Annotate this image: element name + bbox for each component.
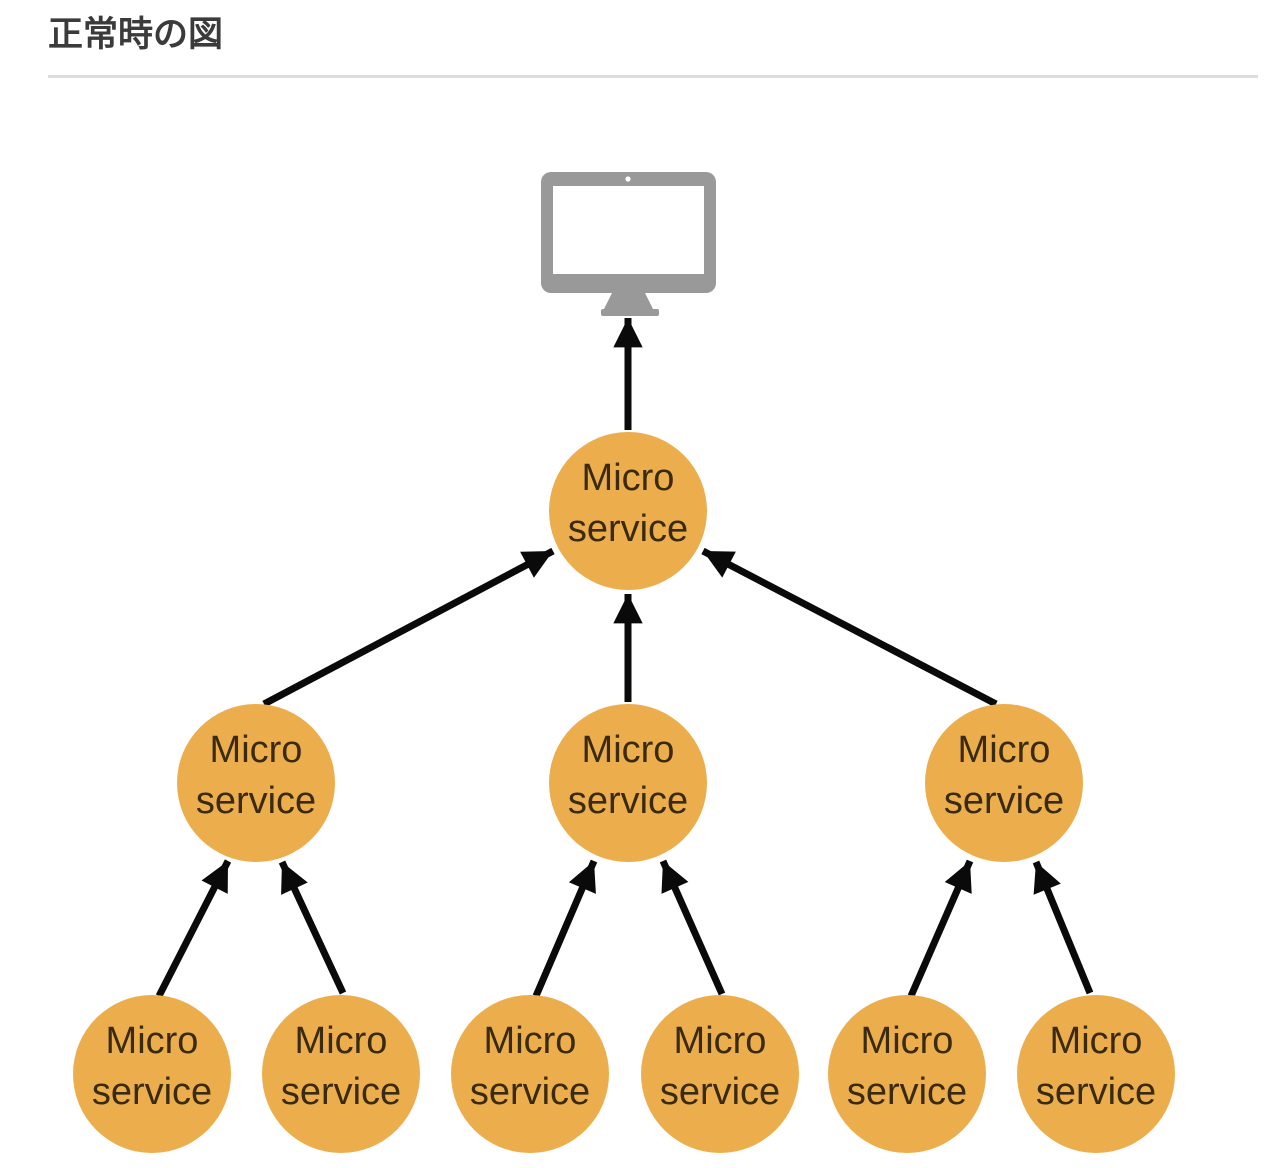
monitor-screen <box>553 186 704 274</box>
monitor-stand-base <box>601 309 659 316</box>
arrow-bottom2-to-mid1 <box>278 860 347 995</box>
service-node-label-line2: service <box>281 1071 401 1113</box>
service-node-label-line2: service <box>660 1071 780 1113</box>
service-node-label-line1: Micro <box>295 1020 388 1062</box>
service-node-label-line2: service <box>847 1071 967 1113</box>
arrow-bottom3-to-mid2 <box>532 859 598 998</box>
service-node-label-line1: Micro <box>861 1020 954 1062</box>
service-node-label-line2: service <box>568 780 688 822</box>
service-node-label-line1: Micro <box>582 457 675 499</box>
service-node-mid-2: Micro service <box>549 704 707 862</box>
service-node-label-line2: service <box>568 508 688 550</box>
service-node-top: Micro service <box>549 432 707 590</box>
service-node-label-line1: Micro <box>1050 1020 1143 1062</box>
service-node-label-line2: service <box>944 780 1064 822</box>
service-node-bottom-5: Micro service <box>828 995 986 1153</box>
arrow-bottom4-to-mid2 <box>659 859 726 996</box>
title-divider <box>48 75 1258 78</box>
service-node-mid-3: Micro service <box>925 704 1083 862</box>
service-node-label-line1: Micro <box>674 1020 767 1062</box>
service-node-label-line1: Micro <box>582 729 675 771</box>
service-node-bottom-2: Micro service <box>262 995 420 1153</box>
service-node-circle <box>177 704 335 862</box>
service-node-circle <box>925 704 1083 862</box>
service-node-circle <box>73 995 231 1153</box>
arrow-bottom5-to-mid3 <box>907 859 974 998</box>
service-node-circle <box>451 995 609 1153</box>
service-node-circle <box>1017 995 1175 1153</box>
service-node-circle <box>262 995 420 1153</box>
arrow-bottom6-to-mid3 <box>1032 860 1094 995</box>
service-node-circle <box>549 704 707 862</box>
monitor-stand-neck <box>604 293 653 309</box>
service-node-bottom-1: Micro service <box>73 995 231 1153</box>
service-node-label-line1: Micro <box>106 1020 199 1062</box>
arrow-mid3-to-top <box>701 547 998 708</box>
service-node-label-line1: Micro <box>958 729 1051 771</box>
arrow-mid1-to-top <box>262 547 555 708</box>
service-node-label-line1: Micro <box>210 729 303 771</box>
arrow-bottom1-to-mid1 <box>155 859 232 998</box>
service-node-label-line2: service <box>1036 1071 1156 1113</box>
monitor-camera-dot <box>625 176 631 182</box>
service-node-label-line2: service <box>470 1071 590 1113</box>
service-node-label-line2: service <box>92 1071 212 1113</box>
service-node-circle <box>828 995 986 1153</box>
service-node-mid-1: Micro service <box>177 704 335 862</box>
service-node-circle <box>641 995 799 1153</box>
service-node-label-line2: service <box>196 780 316 822</box>
service-node-bottom-6: Micro service <box>1017 995 1175 1153</box>
service-node-label-line1: Micro <box>484 1020 577 1062</box>
monitor-icon <box>541 172 716 316</box>
page-title: 正常時の図 <box>48 15 224 54</box>
service-node-bottom-3: Micro service <box>451 995 609 1153</box>
service-node-circle <box>549 432 707 590</box>
service-node-bottom-4: Micro service <box>641 995 799 1153</box>
